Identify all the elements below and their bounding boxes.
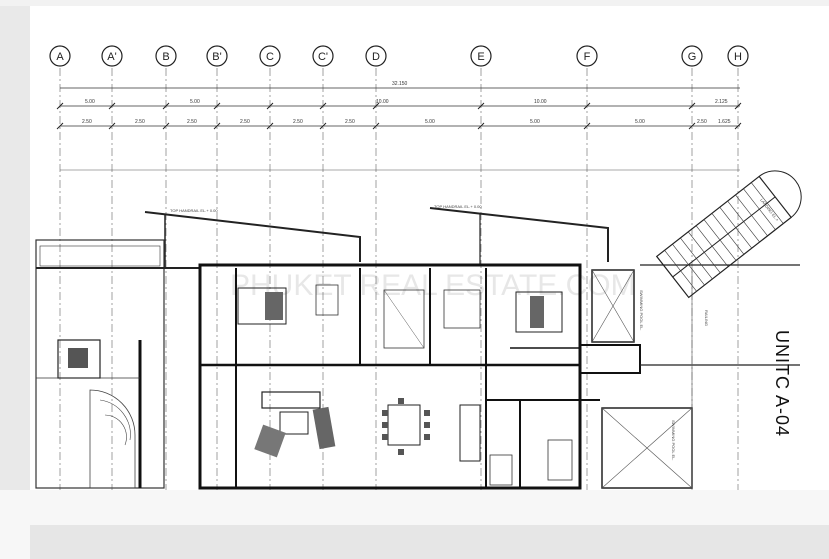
stair-tread	[703, 219, 737, 261]
grid-bubble-9	[681, 45, 703, 67]
dimension-row-2: 2.50 2.50 2.50 2.50 2.50 2.50 5.00 5.00 5.00 2.50…	[82, 119, 731, 125]
stair-tread	[680, 237, 713, 280]
dimension-label-r1-4: 2.125	[715, 99, 728, 105]
spiral-stair	[655, 170, 802, 299]
dining-chair	[424, 422, 430, 428]
grid-bubble-7	[470, 45, 492, 67]
dimension-label-r1-1: 5.00	[190, 99, 200, 105]
grid-bubble-6	[365, 45, 387, 67]
unit-title: UNITC A-04	[772, 330, 792, 437]
grid-bubble-10	[727, 45, 749, 67]
dimension-label-r2-4: 2.50	[293, 119, 303, 125]
grid-label-6: D	[372, 51, 380, 63]
scan-edge-left	[0, 0, 30, 559]
stair-tread	[687, 231, 721, 273]
grid-bubble-0	[49, 45, 71, 67]
watermark: PHUKET REAL ESTATE.COM	[230, 269, 636, 302]
overall-dimension: 32.150	[392, 81, 408, 87]
stair-tread	[664, 250, 697, 292]
pool-note-lower: SWIMMING POOL EL.	[671, 420, 676, 461]
dimension-label-r2-8: 5.00	[635, 119, 645, 125]
dimension-label-r1-3: 10.00	[534, 99, 547, 105]
dining-chair	[382, 410, 388, 416]
grid-bubble-3	[206, 45, 228, 67]
stair-tread	[719, 207, 753, 249]
right-facade	[640, 264, 800, 488]
dimension-label-r1-0: 5.00	[85, 99, 95, 105]
left-terrace	[35, 239, 200, 489]
pool-upper	[591, 269, 635, 343]
handrail-note-right: TOP HANDRAIL EL.+ 0.00	[434, 204, 482, 209]
dimension-lines	[56, 87, 742, 171]
grid-bubble-1	[101, 45, 123, 67]
stair-tread	[711, 213, 745, 255]
grid-bubble-5	[312, 45, 334, 67]
bed-left	[237, 287, 287, 325]
roof-outline-right	[429, 207, 609, 265]
dimension-label-r2-6: 5.00	[425, 119, 435, 125]
stair-tread	[735, 194, 768, 237]
stair-tread	[695, 225, 729, 267]
grid-label-9: G	[688, 51, 697, 63]
dimension-row-1: 5.00 5.00 10.00 10.00 2.125	[85, 99, 728, 105]
dining-chair	[398, 449, 404, 455]
dining-chair	[398, 398, 404, 404]
grid-label-7: E	[477, 51, 484, 63]
stair-tread	[727, 200, 760, 243]
dimension-label-r2-2: 2.50	[187, 119, 197, 125]
grid-label-1: A'	[107, 51, 116, 63]
stair-tread	[743, 188, 776, 230]
dimension-label-r2-1: 2.50	[135, 119, 145, 125]
stair-tread	[672, 243, 705, 286]
dimension-label-r2-0: 2.50	[82, 119, 92, 125]
dimension-label-r2-7: 5.00	[530, 119, 540, 125]
dimension-label-r1-2: 10.00	[376, 99, 389, 105]
pool-note-upper: SWIMMING POOL EL.	[639, 290, 644, 331]
dining-table	[382, 398, 430, 455]
dimension-label-r2-5: 2.50	[345, 119, 355, 125]
railing-note: RAILING	[704, 310, 709, 326]
bed-right	[515, 291, 563, 333]
dimension-label-r2-9: 2.50	[697, 119, 707, 125]
handrail-note-left: TOP HANDRAIL EL.+ 0.00	[170, 208, 218, 213]
grid-label-0: A	[56, 51, 64, 63]
dimension-label-r2-10: 1.625	[718, 119, 731, 125]
pool-lower	[601, 407, 693, 489]
scan-edge-top	[0, 0, 829, 6]
scan-shadow-bottom	[30, 525, 829, 559]
grid-label-2: B	[162, 51, 169, 63]
grid-label-3: B'	[212, 51, 221, 63]
dining-chair	[424, 434, 430, 440]
grid-label-10: H	[734, 51, 742, 63]
dining-chair	[424, 410, 430, 416]
bathroom-fixtures	[315, 284, 481, 349]
grid-label-5: C'	[318, 51, 328, 63]
stair-tread	[751, 182, 784, 224]
building-walls	[198, 263, 641, 490]
grid-bubbles: A A' B B' C C' D E F G H	[49, 45, 749, 67]
grid-label-8: F	[584, 51, 591, 63]
kitchen-island	[459, 404, 573, 486]
grid-label-4: C	[266, 51, 274, 63]
sofa-set	[254, 391, 336, 458]
dining-chair	[382, 434, 388, 440]
grid-bubble-2	[155, 45, 177, 67]
grid-lines	[59, 68, 739, 490]
dimension-label-r2-3: 2.50	[240, 119, 250, 125]
roof-outline-left	[144, 211, 361, 268]
grid-bubble-4	[259, 45, 281, 67]
dining-chair	[382, 422, 388, 428]
grid-bubble-8	[576, 45, 598, 67]
